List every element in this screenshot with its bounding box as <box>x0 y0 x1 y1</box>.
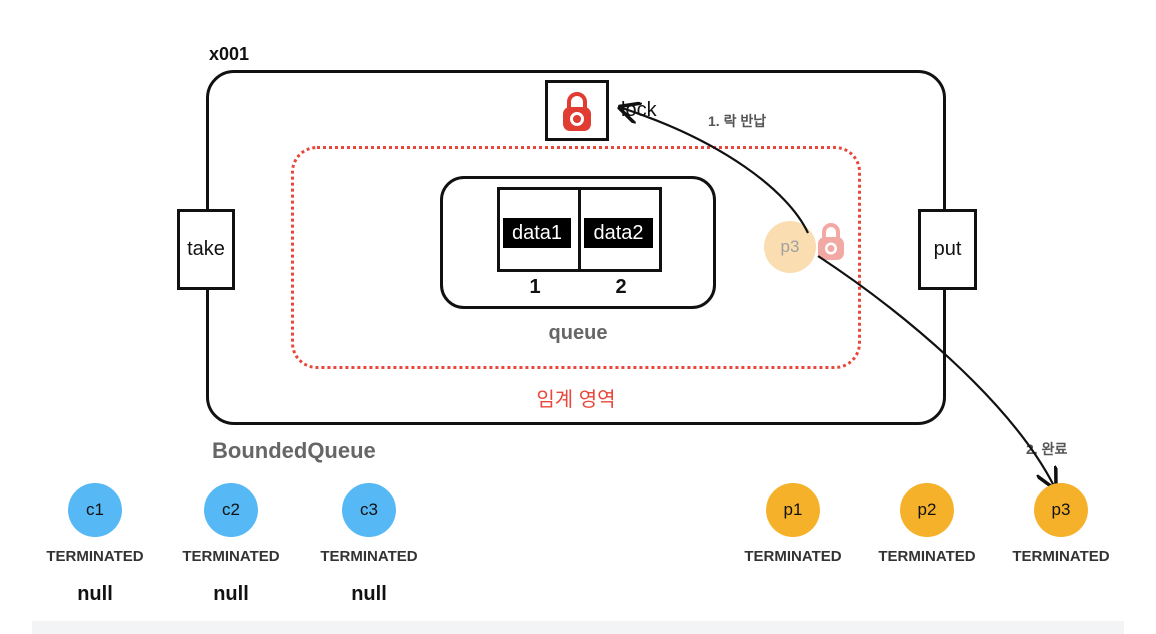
thread-result: null <box>351 583 387 605</box>
put-method-box: put <box>918 209 977 290</box>
thread-result: null <box>77 583 113 605</box>
put-label: put <box>933 238 962 260</box>
lock-label: lock <box>621 99 657 121</box>
critical-section-label: 임계 영역 <box>536 389 616 411</box>
thread-c2: c2 <box>204 483 258 537</box>
thread-state: TERMINATED <box>1012 548 1110 565</box>
thread-p3-in-transit: p3 <box>764 221 816 273</box>
queue-box <box>440 176 716 309</box>
thread-name: p1 <box>783 500 803 519</box>
faded-padlock-icon <box>818 223 844 260</box>
thread-state: TERMINATED <box>878 548 976 565</box>
thread-c3: c3 <box>342 483 396 537</box>
thread-name: p3 <box>780 237 800 256</box>
take-label: take <box>187 238 225 260</box>
thread-c1: c1 <box>68 483 122 537</box>
thread-state: TERMINATED <box>182 548 280 565</box>
queue-slot-index: 1 <box>529 276 541 298</box>
thread-state: TERMINATED <box>46 548 144 565</box>
object-id-label: x001 <box>209 44 250 64</box>
take-method-box: take <box>177 209 235 290</box>
thread-result: null <box>213 583 249 605</box>
queue-slot-index: 2 <box>615 276 627 298</box>
thread-p3: p3 <box>1034 483 1088 537</box>
thread-state: TERMINATED <box>744 548 842 565</box>
step-complete-label: 2. 완료 <box>1026 441 1068 457</box>
thread-name: c3 <box>360 500 378 519</box>
thread-name: c2 <box>222 500 240 519</box>
thread-state: TERMINATED <box>320 548 418 565</box>
queue-label: queue <box>548 322 608 344</box>
thread-name: c1 <box>86 500 104 519</box>
thread-name: p2 <box>917 500 937 519</box>
queue-slot-data: data2 <box>584 218 653 248</box>
thread-p2: p2 <box>900 483 954 537</box>
bottom-strip <box>32 621 1124 634</box>
thread-p1: p1 <box>766 483 820 537</box>
padlock-icon <box>563 91 591 131</box>
container-label: BoundedQueue <box>212 438 376 463</box>
queue-slot-data: data1 <box>503 218 571 248</box>
thread-name: p3 <box>1051 500 1071 519</box>
step-return-lock-label: 1. 락 반납 <box>708 113 767 129</box>
lock-box <box>545 80 609 141</box>
